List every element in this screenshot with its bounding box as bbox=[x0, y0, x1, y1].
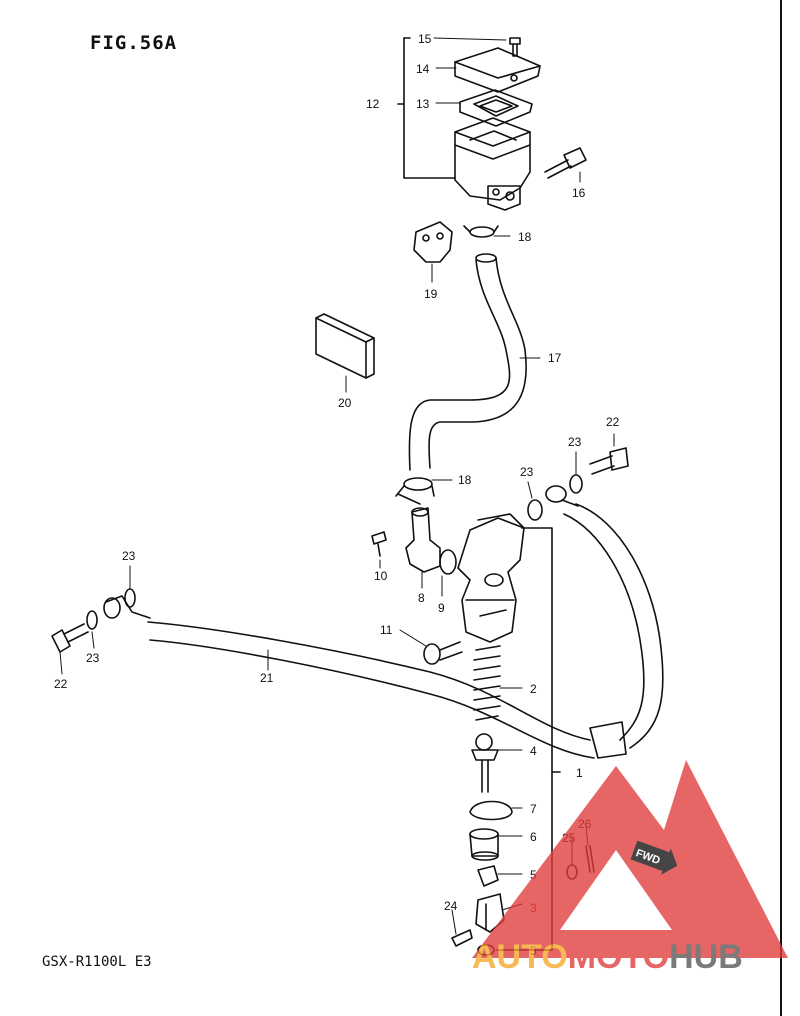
callout-label: 23 bbox=[520, 465, 534, 479]
callout-label: 10 bbox=[374, 569, 388, 583]
part-4-piston bbox=[471, 733, 499, 793]
part-18-clip-upper bbox=[463, 225, 499, 238]
part-brake-hose-right bbox=[545, 485, 664, 749]
part-13-diaphragm-plate bbox=[459, 89, 533, 127]
svg-text:AUTOMOTOHUB: AUTOMOTOHUB bbox=[472, 938, 743, 976]
callout-label: 23 bbox=[568, 435, 582, 449]
part-12-reservoir-body bbox=[454, 117, 531, 211]
fwd-badge: FWD bbox=[630, 840, 678, 875]
part-1-master-cylinder-body bbox=[457, 513, 525, 643]
callout-label: 22 bbox=[54, 677, 68, 691]
part-5-nut-upper bbox=[477, 865, 499, 887]
right-border-line bbox=[780, 0, 782, 1016]
part-2-spring bbox=[473, 645, 501, 721]
part-9-o-ring bbox=[439, 549, 457, 575]
callout-label: 19 bbox=[424, 287, 438, 301]
callout-label: 7 bbox=[530, 802, 537, 816]
callout-label: 17 bbox=[548, 351, 562, 365]
part-22-bolt-right bbox=[589, 447, 629, 475]
part-23-washer-left-b bbox=[124, 588, 136, 608]
callout-label: 22 bbox=[606, 415, 620, 429]
watermark-text-moto: MOTO bbox=[568, 938, 669, 976]
part-23-washer-left-a bbox=[86, 610, 98, 630]
callout-label: 12 bbox=[366, 97, 380, 111]
callout-label: 20 bbox=[338, 396, 352, 410]
callout-label: 6 bbox=[530, 830, 537, 844]
callout-label: 13 bbox=[416, 97, 430, 111]
callout-label: 18 bbox=[458, 473, 472, 487]
part-10-screw bbox=[371, 531, 387, 557]
callout-label: 9 bbox=[438, 601, 445, 615]
watermark-text-hub: HUB bbox=[669, 938, 743, 976]
watermark-triangle-icon bbox=[472, 760, 788, 958]
callout-label: 24 bbox=[444, 899, 458, 913]
callout-label: 16 bbox=[572, 186, 586, 200]
callout-label: 18 bbox=[518, 230, 532, 244]
part-16-bolt bbox=[544, 147, 587, 179]
callout-label: 5 bbox=[530, 868, 537, 882]
watermark-logo: FWD AUTOMOTOHUB bbox=[472, 760, 788, 976]
part-17-reservoir-hose bbox=[408, 253, 527, 471]
part-23-washer-right-a bbox=[569, 474, 583, 494]
part-14-reservoir-cap bbox=[454, 47, 541, 93]
callout-label: 23 bbox=[122, 549, 136, 563]
part-8-fitting bbox=[405, 507, 441, 573]
callout-label: 1 bbox=[576, 766, 583, 780]
callout-label: 23 bbox=[86, 651, 100, 665]
part-7-circlip bbox=[469, 800, 513, 821]
callout-label: 14 bbox=[416, 62, 430, 76]
part-19-gasket bbox=[413, 221, 453, 263]
part-20-pad bbox=[315, 313, 375, 379]
part-18-clip-lower bbox=[395, 477, 435, 505]
part-11-bolt bbox=[423, 641, 463, 665]
part-24-pin bbox=[451, 929, 473, 947]
part-6-boot bbox=[469, 828, 499, 861]
callout-label: 2 bbox=[530, 682, 537, 696]
callout-label: 15 bbox=[418, 32, 432, 46]
part-22-bolt-left bbox=[51, 623, 89, 653]
part-21-brake-hose-left bbox=[103, 595, 627, 759]
callout-label: 4 bbox=[530, 744, 537, 758]
callout-label: 21 bbox=[260, 671, 274, 685]
figure-title: FIG.56A bbox=[90, 32, 178, 54]
watermark-text-auto: AUTO bbox=[472, 938, 568, 976]
part-23-washer-right-b bbox=[527, 499, 543, 521]
callout-label: 11 bbox=[380, 623, 393, 637]
model-code: GSX-R1100L E3 bbox=[42, 954, 152, 970]
callout-label: 8 bbox=[418, 591, 425, 605]
